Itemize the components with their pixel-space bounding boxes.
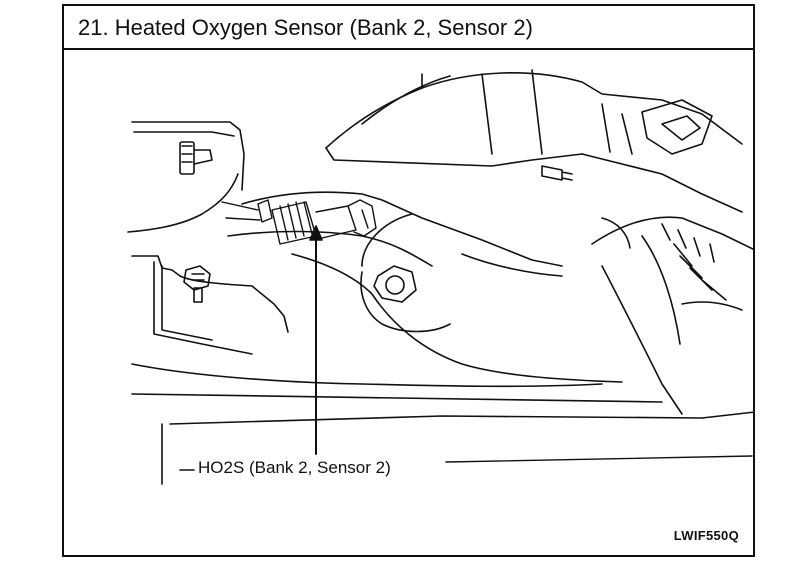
- callout-arrowhead: [309, 225, 323, 241]
- bracket-bolt: [179, 141, 213, 175]
- callout-underline: [445, 455, 753, 463]
- figure-title-bar: 21. Heated Oxygen Sensor (Bank 2, Sensor…: [64, 6, 753, 50]
- catalytic-converter: [591, 216, 755, 251]
- figure-title: 21. Heated Oxygen Sensor (Bank 2, Sensor…: [78, 15, 533, 40]
- sensor-callout-label: HO2S (Bank 2, Sensor 2): [198, 458, 391, 477]
- shield-bolt: [183, 265, 211, 303]
- heat-shield: [131, 255, 181, 277]
- engine-bay-illustration: [127, 69, 755, 485]
- flange-bolt: [360, 265, 451, 333]
- upper-bracket: [131, 121, 245, 191]
- figure-frame: 21. Heated Oxygen Sensor (Bank 2, Sensor…: [62, 4, 755, 557]
- oxygen-sensor: [221, 199, 377, 245]
- exhaust-manifold: [241, 191, 563, 267]
- figure-code: LWIF550Q: [673, 528, 739, 543]
- engine-block: [325, 72, 743, 149]
